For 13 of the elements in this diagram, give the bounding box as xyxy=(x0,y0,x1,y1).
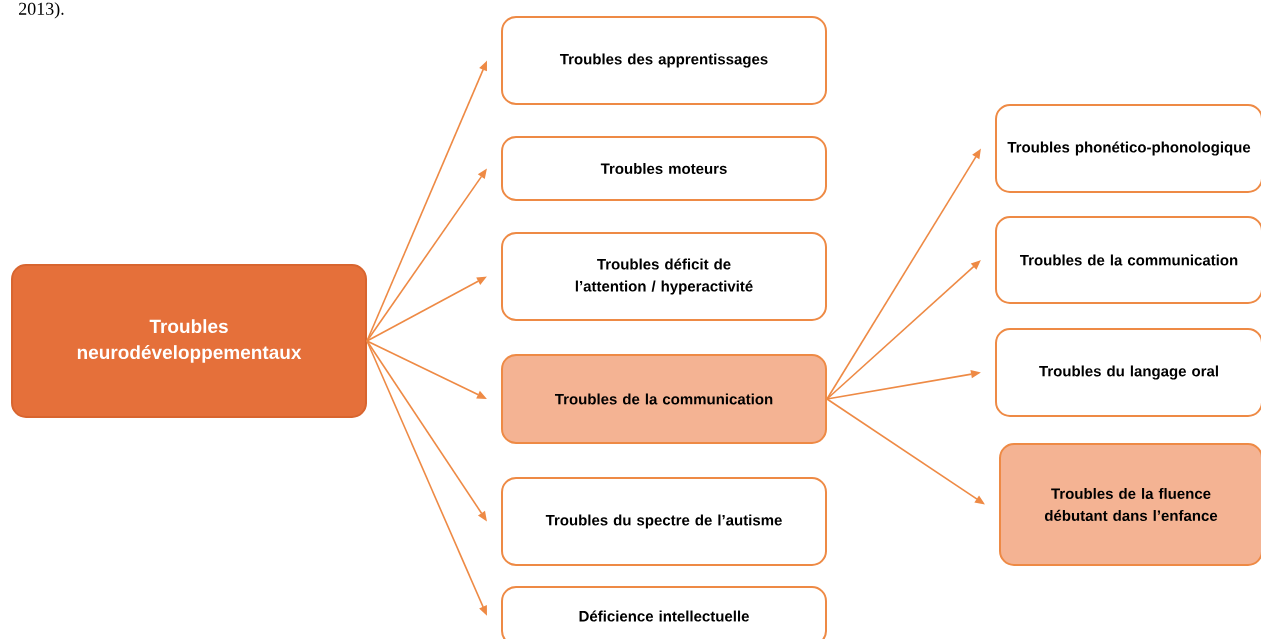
category-box: Déficience intellectuelle xyxy=(501,586,827,639)
arrow xyxy=(826,260,981,400)
highlighted-box: Troubles de la fluence débutant dans l’enfance xyxy=(999,443,1261,566)
citation-fragment: 2013). xyxy=(19,2,64,19)
category-box: Troubles moteurs xyxy=(501,136,827,201)
category-box: Troubles du spectre de l’autisme xyxy=(501,477,827,566)
category-box: Troubles des apprentissages xyxy=(501,16,827,105)
category-box: Troubles phonético-phonologique xyxy=(995,104,1261,193)
category-box: Troubles du langage oral xyxy=(995,328,1261,417)
category-box: Troubles de la communication xyxy=(995,216,1261,304)
category-box: Troubles déficit de l’attention / hyperactivité xyxy=(501,232,827,321)
root-box: Troubles neurodéveloppementaux xyxy=(11,264,367,418)
highlighted-box: Troubles de la communication xyxy=(501,354,827,444)
